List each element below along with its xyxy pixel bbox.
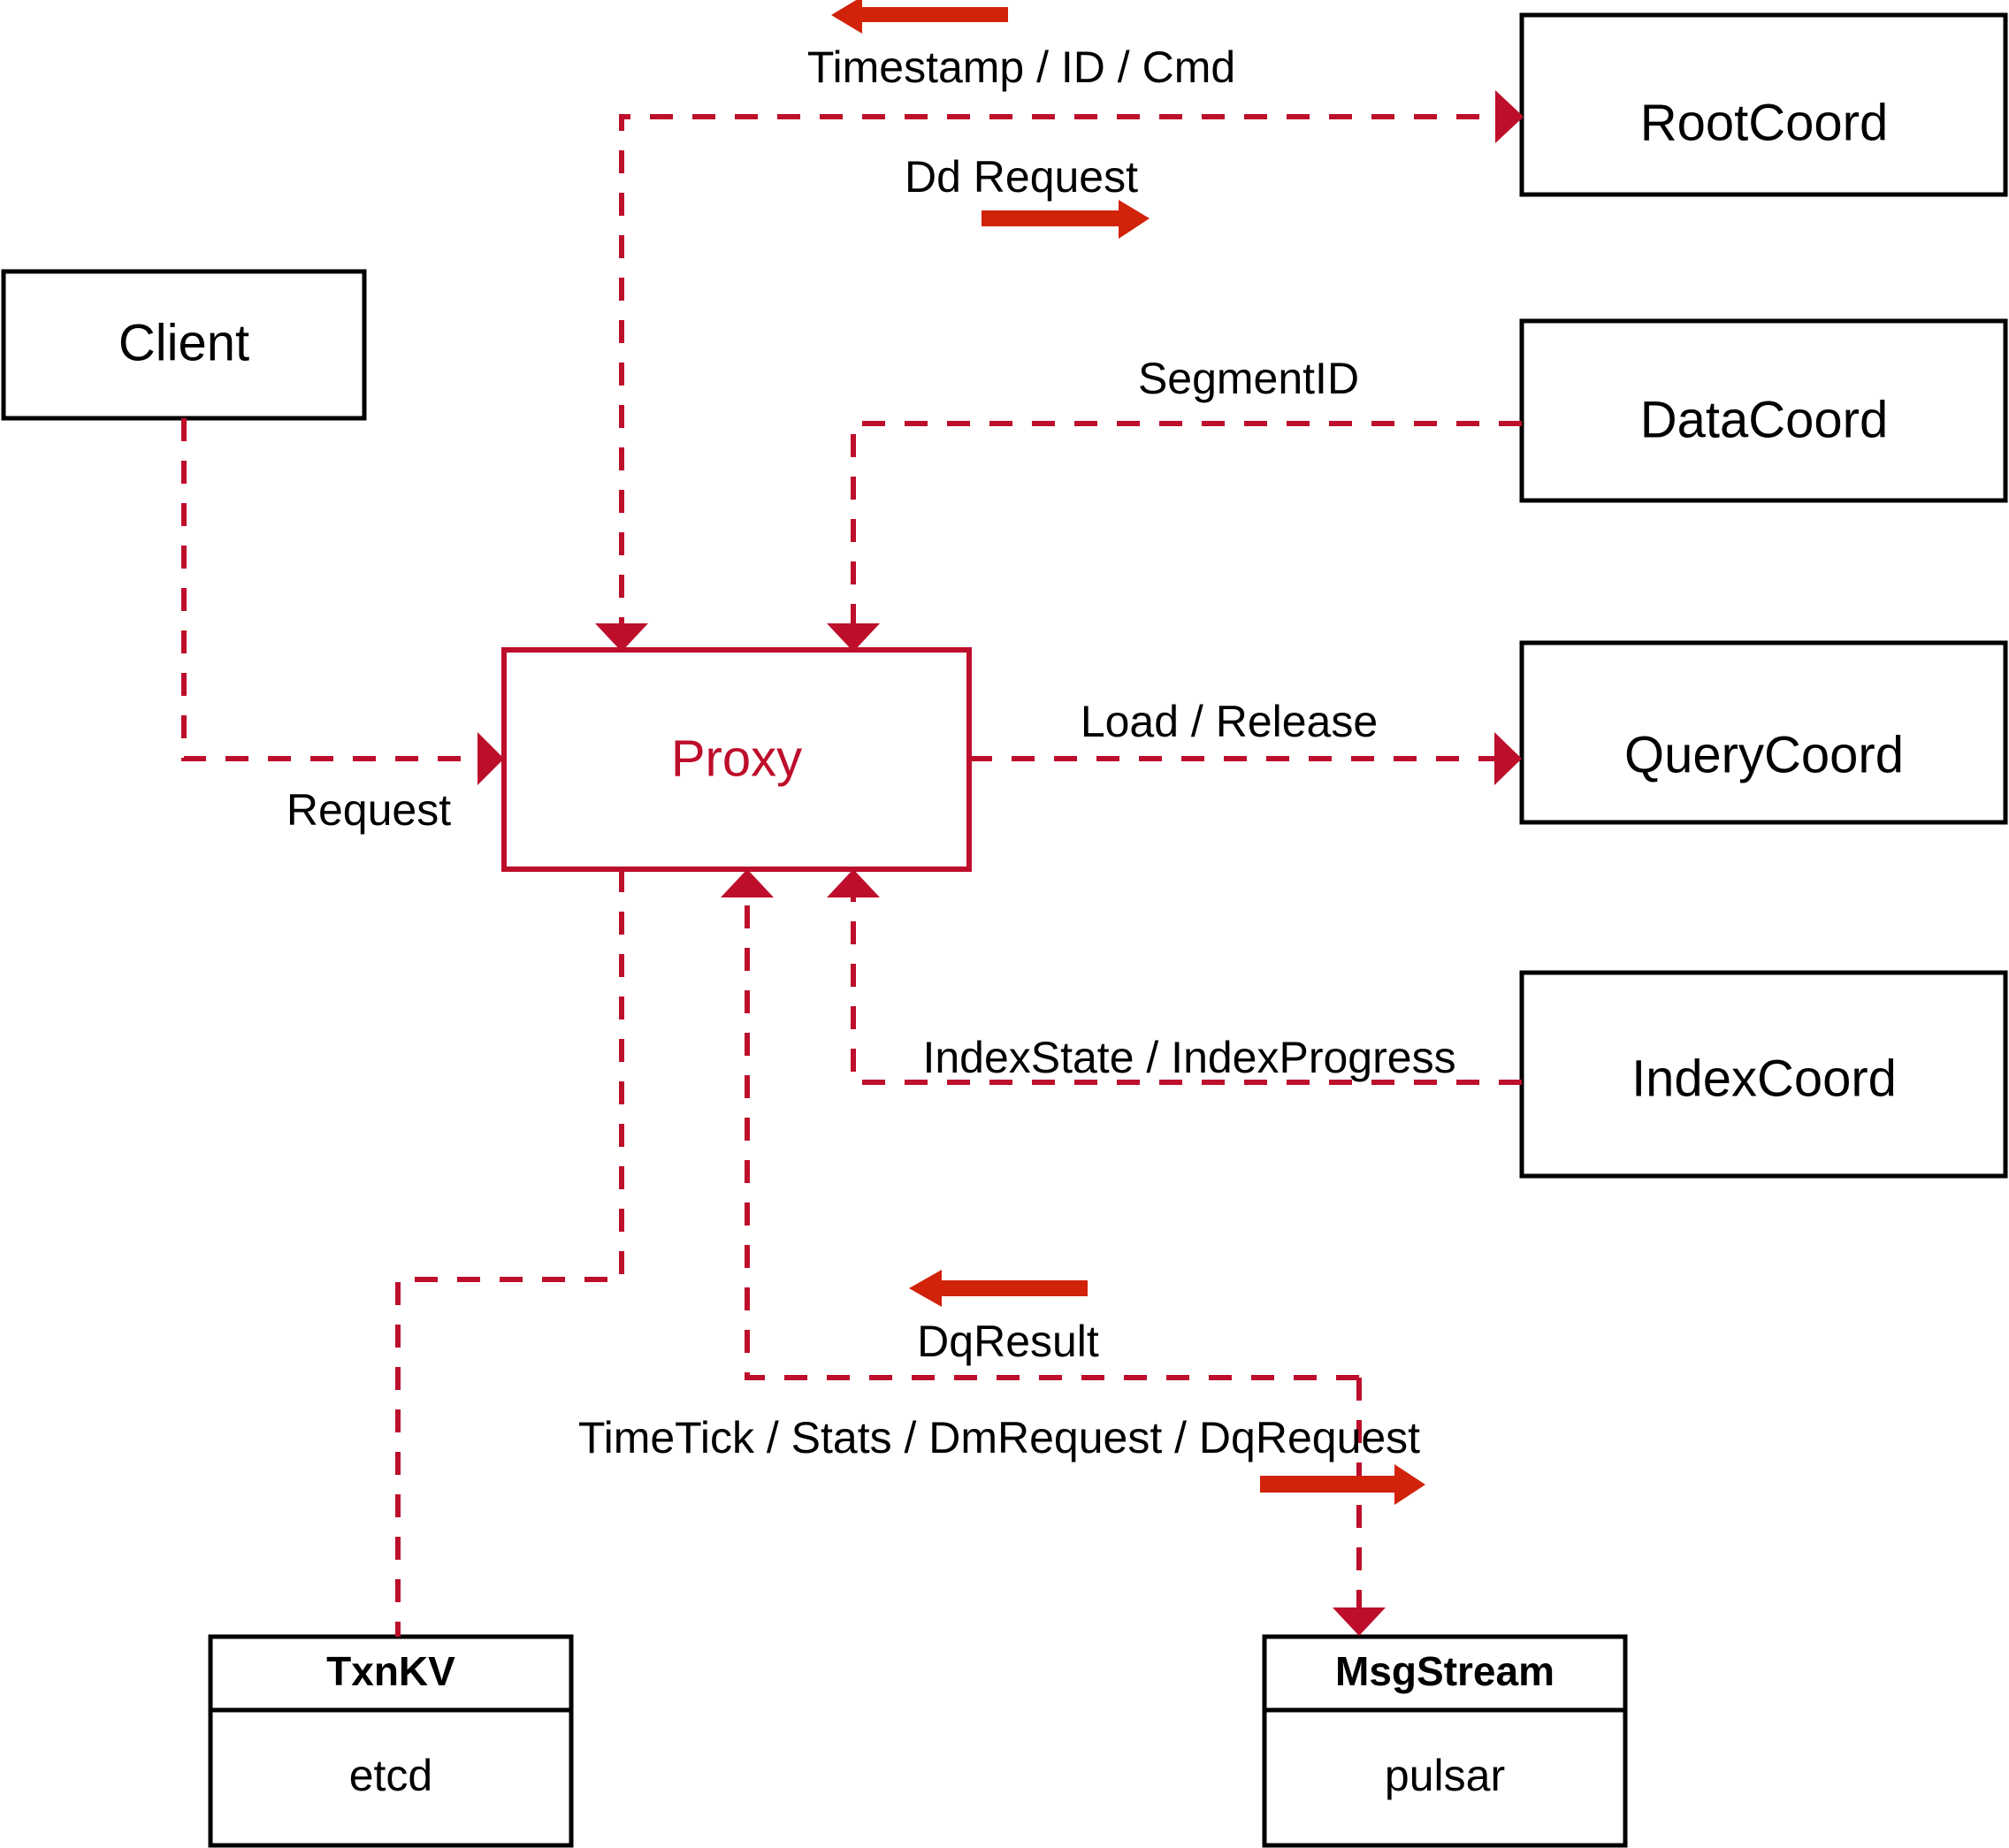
edge-datacoord-to-proxy [827, 421, 1522, 652]
node-querycoord[interactable]: QueryCoord [1519, 640, 2008, 825]
edge-proxy-to-txnkv [395, 869, 624, 1637]
edge-label-segmentid: SegmentID [1138, 354, 1359, 403]
node-msgstream-title: MsgStream [1335, 1648, 1554, 1694]
direction-arrow-right-ddrequest [982, 200, 1150, 239]
node-msgstream[interactable]: MsgStream pulsar [1262, 1634, 1628, 1848]
edge-label-dqresult: DqResult [917, 1317, 1099, 1366]
edge-rootcoord-to-proxy [595, 114, 1522, 652]
edge-label-indexstate-indexprogress: IndexState / IndexProgress [922, 1033, 1455, 1082]
edge-label-timetick-stats: TimeTick / Stats / DmRequest / DqRequest [578, 1413, 1420, 1462]
node-proxy-label: Proxy [671, 729, 802, 787]
edge-label-dd-request: Dd Request [905, 152, 1138, 202]
direction-arrow-left-timestamp [831, 0, 1008, 34]
node-indexcoord-label: IndexCoord [1631, 1050, 1897, 1107]
edge-client-to-proxy [181, 418, 504, 785]
edge-msgstream-to-proxy [721, 869, 1359, 1380]
node-client-label: Client [118, 314, 249, 371]
edge-label-timestamp-id-cmd: Timestamp / ID / Cmd [807, 42, 1235, 92]
node-querycoord-label: QueryCoord [1624, 726, 1904, 783]
node-rootcoord-label: RootCoord [1640, 94, 1888, 151]
node-txnkv-impl: etcd [349, 1751, 433, 1800]
edge-proxy-to-rootcoord [1495, 90, 1524, 143]
node-indexcoord[interactable]: IndexCoord [1519, 970, 2008, 1179]
node-client[interactable]: Client [1, 269, 367, 421]
edge-proxy-to-msgstream [1333, 1378, 1386, 1636]
direction-arrow-left-dqresult [909, 1270, 1088, 1307]
node-datacoord[interactable]: DataCoord [1519, 318, 2008, 503]
direction-arrow-right-timetick [1260, 1464, 1425, 1505]
node-txnkv-title: TxnKV [326, 1648, 455, 1694]
edge-label-request: Request [286, 785, 451, 835]
node-proxy[interactable]: Proxy [501, 647, 972, 872]
node-txnkv[interactable]: TxnKV etcd [208, 1634, 574, 1848]
node-rootcoord[interactable]: RootCoord [1519, 12, 2008, 197]
node-msgstream-impl: pulsar [1385, 1751, 1505, 1800]
edge-indexcoord-to-proxy [827, 869, 1522, 1085]
node-datacoord-label: DataCoord [1640, 391, 1888, 448]
edge-label-load-release: Load / Release [1081, 697, 1378, 746]
edge-proxy-to-querycoord [969, 732, 1522, 785]
